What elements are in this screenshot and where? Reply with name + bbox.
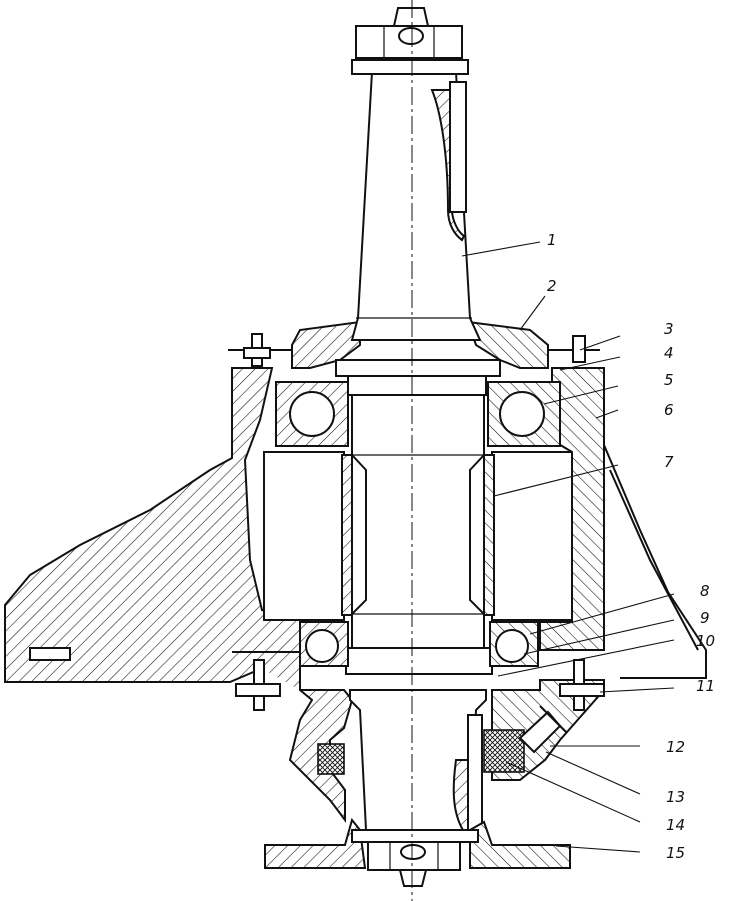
callout-1: 1 bbox=[547, 231, 557, 249]
grease-fitting bbox=[518, 705, 567, 754]
lower-bearing bbox=[299, 621, 539, 667]
callout-10: 10 bbox=[696, 632, 715, 650]
callout-12: 12 bbox=[666, 738, 685, 756]
callout-13: 13 bbox=[666, 788, 685, 806]
callout-2: 2 bbox=[547, 277, 557, 295]
king-pin-shaft bbox=[350, 71, 482, 341]
upper-bearing bbox=[275, 381, 561, 447]
top-nut bbox=[351, 7, 469, 75]
leader-lines bbox=[461, 241, 675, 853]
callout-6: 6 bbox=[664, 401, 674, 419]
central-spindle bbox=[335, 359, 501, 675]
callout-14: 14 bbox=[666, 816, 685, 834]
lower-shaft bbox=[349, 689, 487, 836]
callout-4: 4 bbox=[664, 344, 674, 362]
bottom-flange bbox=[264, 817, 571, 887]
callout-labels: 1 2 3 4 5 6 7 8 9 10 11 12 13 14 15 bbox=[547, 231, 715, 862]
mounting-bolts bbox=[235, 333, 605, 711]
callout-9: 9 bbox=[700, 609, 710, 627]
callout-15: 15 bbox=[666, 844, 685, 862]
housing bbox=[4, 320, 707, 823]
callout-5: 5 bbox=[664, 371, 674, 389]
callout-3: 3 bbox=[664, 320, 674, 338]
seal-pack bbox=[317, 729, 525, 775]
callout-8: 8 bbox=[700, 582, 710, 600]
callout-7: 7 bbox=[664, 453, 674, 471]
callout-11: 11 bbox=[696, 677, 715, 695]
